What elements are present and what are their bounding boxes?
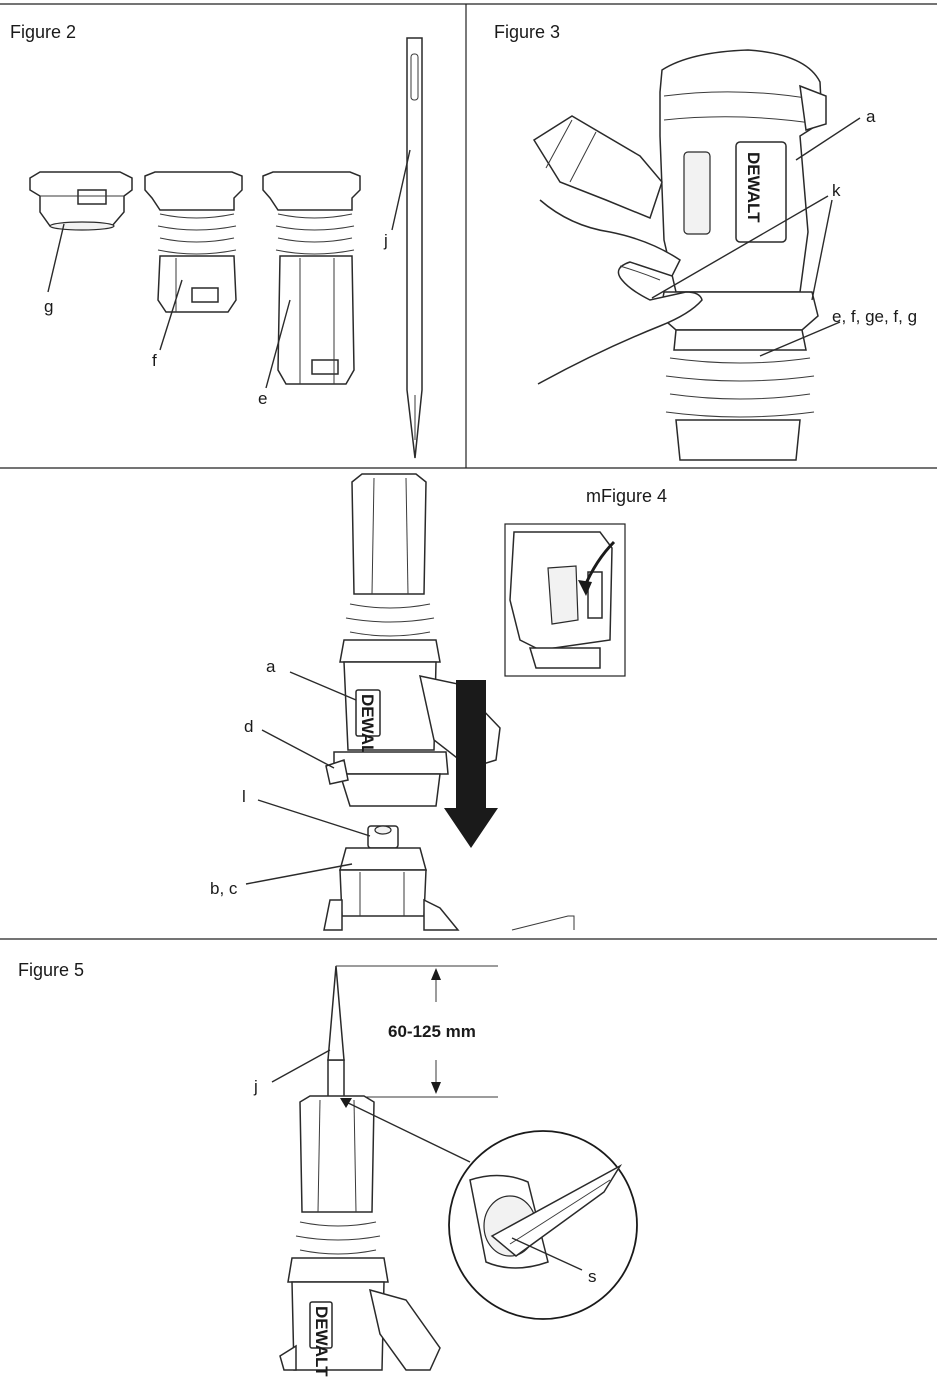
figure-4-title: mFigure 4 <box>586 486 667 506</box>
dimension-label: 60-125 mm <box>388 1022 476 1041</box>
brand-text-fig4: DEWALT <box>358 694 377 765</box>
label-f: f <box>152 351 157 370</box>
label-j: j <box>383 231 388 250</box>
part-e-bellows-long <box>262 171 361 385</box>
label-k: k <box>832 181 841 200</box>
label-j-fig5: j <box>253 1077 258 1096</box>
brand-badge <box>735 141 787 243</box>
figure-2-title: Figure 2 <box>10 22 76 42</box>
figure-5-title: Figure 5 <box>18 960 84 980</box>
figure-4: mFigure 4 DEWALT <box>210 473 667 931</box>
panel-dividers <box>0 3 937 940</box>
brand-text: DEWALT <box>744 152 763 223</box>
bellows-tool-assembly: DEWALT <box>279 1095 441 1377</box>
inset-detail <box>504 523 626 677</box>
part-f-bellows-medium <box>144 171 243 313</box>
attached-bellows <box>659 291 819 461</box>
tool-body-closeup: DEWALT <box>532 49 827 293</box>
figure-3: Figure 3 DEWALT a <box>494 22 917 461</box>
part-g-cap <box>29 171 133 231</box>
brand-text-fig5: DEWALT <box>312 1306 331 1377</box>
label-bc: b, c <box>210 879 238 898</box>
label-efg: e, f, ge, f, g <box>832 307 917 326</box>
label-g: g <box>44 297 53 316</box>
dimension-marker: 60-125 mm <box>336 965 498 1098</box>
label-l: l <box>242 787 246 806</box>
label-e: e <box>258 389 267 408</box>
label-a: a <box>866 107 876 126</box>
figure-5: Figure 5 60-125 mm DEWALT <box>18 960 638 1377</box>
label-s: s <box>588 1267 597 1286</box>
label-a-fig4: a <box>266 657 276 676</box>
label-d: d <box>244 717 253 736</box>
detail-magnifier <box>448 1130 638 1320</box>
figure-3-title: Figure 3 <box>494 22 560 42</box>
part-j-rod <box>406 37 423 459</box>
drill-chuck <box>323 825 575 931</box>
down-arrow-icon <box>444 680 498 848</box>
figure-2: Figure 2 <box>10 22 423 459</box>
hand <box>537 199 703 385</box>
